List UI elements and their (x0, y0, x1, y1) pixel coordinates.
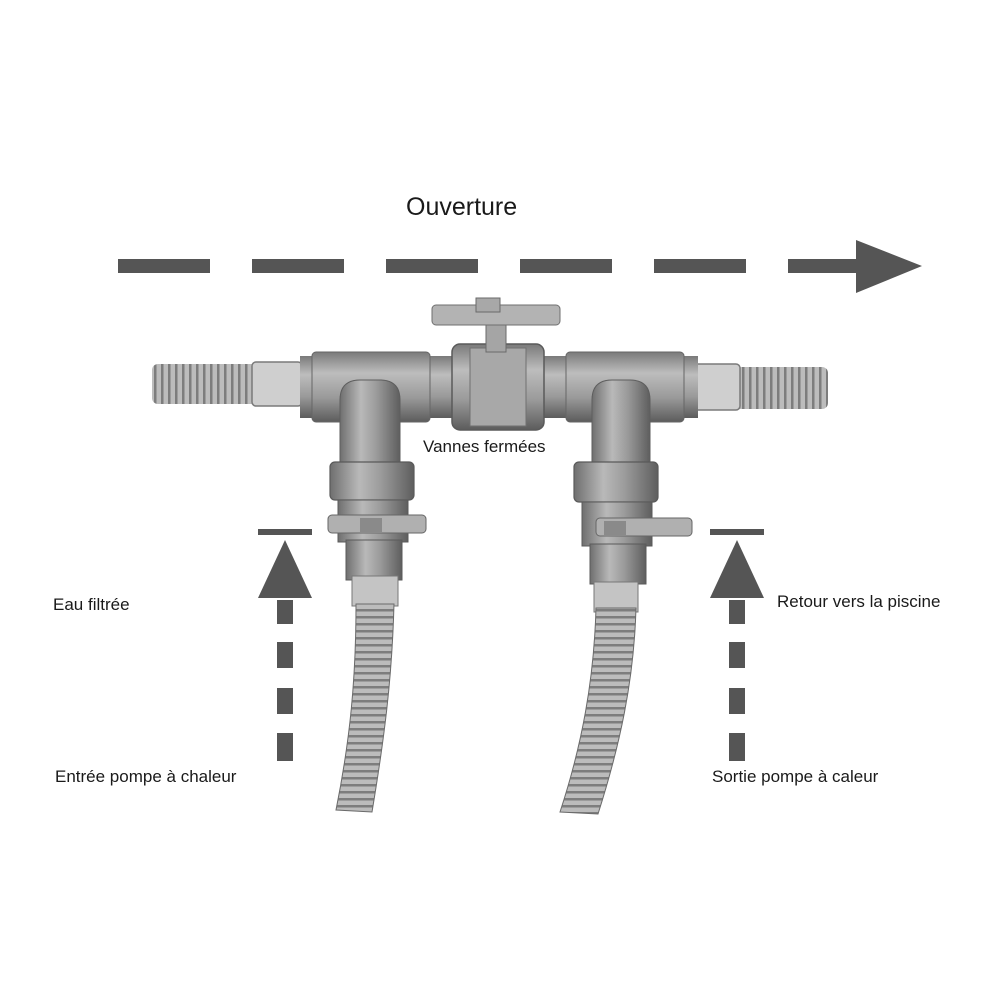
center-bypass-valve (431, 297, 561, 431)
left-horizontal-hose (152, 361, 303, 407)
label-filtered-water: Eau filtrée (53, 595, 130, 614)
left-vertical-hose (335, 603, 395, 813)
label-heat-pump-inlet: Entrée pompe à chaleur (55, 767, 237, 786)
label-pool-return: Retour vers la piscine (777, 592, 941, 611)
label-valves-closed: Vannes fermées (423, 437, 546, 456)
diagram-title: Ouverture (406, 193, 518, 221)
left-branch-valve (327, 379, 427, 607)
right-vertical-hose (559, 607, 637, 815)
dashed-up-arrow-icon (258, 529, 312, 761)
label-heat-pump-outlet: Sortie pompe à caleur (712, 767, 879, 786)
right-horizontal-hose (689, 363, 828, 411)
right-branch-valve (573, 379, 693, 613)
dashed-up-arrow-icon (710, 529, 764, 761)
dashed-right-arrow-icon (118, 240, 922, 293)
